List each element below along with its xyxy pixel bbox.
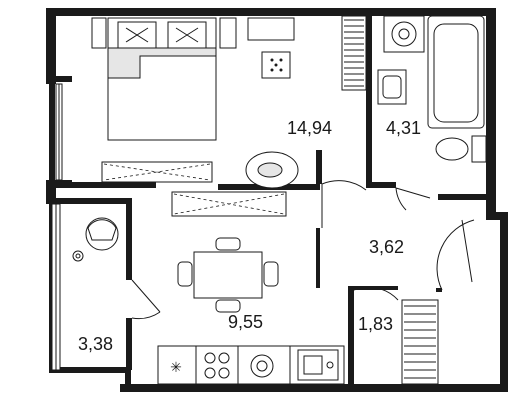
kitchen-sink bbox=[297, 349, 339, 381]
room-area-bedroom: 14,94 bbox=[287, 118, 332, 138]
washing-machine bbox=[383, 15, 425, 53]
bedroom-desk bbox=[247, 17, 295, 41]
balcony-door bbox=[131, 279, 161, 320]
toilet bbox=[435, 135, 487, 163]
tv-stand bbox=[101, 161, 213, 183]
dining-table bbox=[177, 237, 279, 313]
room-area-bathroom: 4,31 bbox=[386, 118, 421, 138]
washbasin bbox=[377, 69, 407, 105]
room-area-kitchen: 9,55 bbox=[228, 312, 263, 332]
kitchen-shelf bbox=[171, 191, 287, 217]
armchair bbox=[85, 217, 119, 251]
hallway-door-swing bbox=[321, 180, 367, 228]
side-table bbox=[72, 250, 84, 262]
room-area-balcony: 3,38 bbox=[78, 334, 113, 354]
wardrobe-bedroom bbox=[341, 15, 367, 91]
ottoman bbox=[261, 51, 291, 79]
room-area-wardrobe: 1,83 bbox=[358, 314, 393, 334]
double-bed bbox=[107, 17, 217, 141]
rug-with-pet bbox=[245, 151, 299, 189]
dishwasher bbox=[250, 354, 274, 378]
room-area-hallway: 3,62 bbox=[369, 237, 404, 257]
stove bbox=[204, 352, 230, 379]
bathroom-door-swing bbox=[395, 187, 431, 211]
nightstand-right bbox=[219, 17, 237, 49]
windows bbox=[51, 83, 63, 371]
fridge-icon: ✳ bbox=[170, 359, 182, 375]
closet-door-swing bbox=[353, 286, 399, 301]
entry-door bbox=[436, 219, 475, 291]
wardrobe-closet bbox=[401, 299, 439, 385]
bathtub bbox=[427, 15, 485, 129]
nightstand-left bbox=[91, 17, 107, 49]
